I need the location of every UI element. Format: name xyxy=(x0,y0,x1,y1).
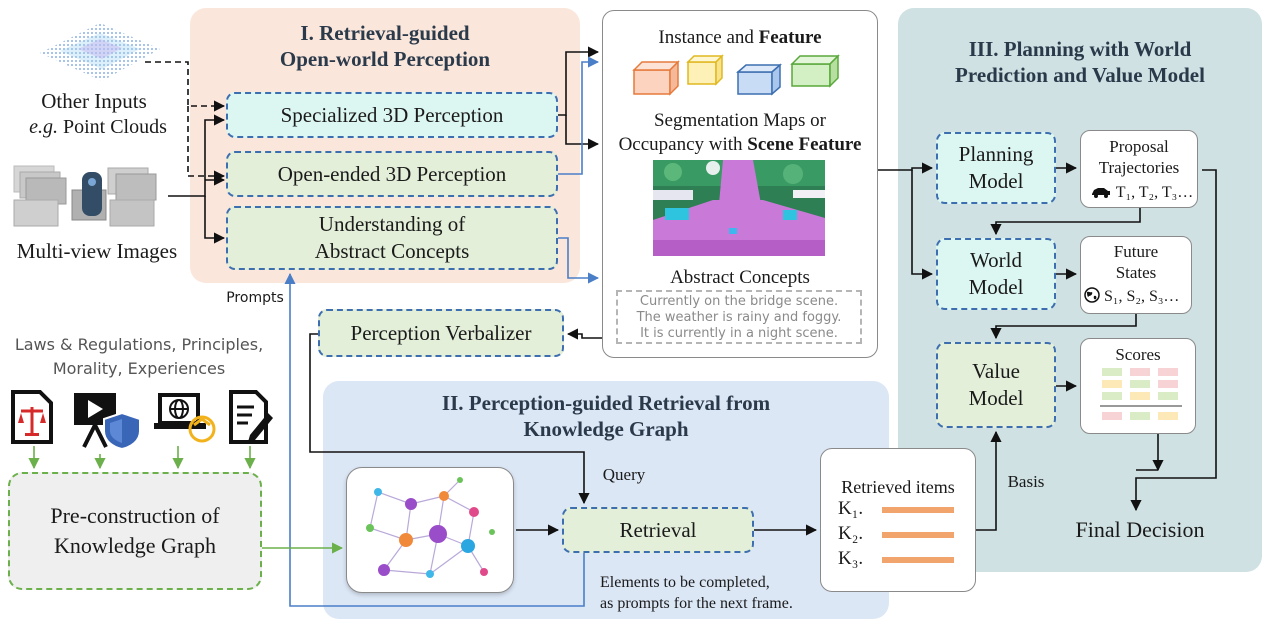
trajectories-text: T₁, T₂, T₃… xyxy=(1115,184,1194,201)
value-line2: Model xyxy=(968,386,1024,410)
basis-label: Basis xyxy=(1007,472,1045,491)
multi-view-label: Multi-view Images xyxy=(16,239,178,263)
section1-title-line2: Open-world Perception xyxy=(279,47,491,71)
section2-title-line1: II. Perception-guided Retrieval from xyxy=(441,391,771,415)
specialized-3d-perception: Specialized 3D Perception xyxy=(226,92,558,138)
section3-title-line2: Prediction and Value Model xyxy=(955,63,1205,87)
scores-label: Scores xyxy=(1115,345,1161,364)
section2-title: II. Perception-guided Retrieval from Kno… xyxy=(323,390,889,442)
preconstruct-line1: Pre-construction of xyxy=(50,503,220,528)
section1-title: I. Retrieval-guided Open-world Perceptio… xyxy=(190,20,580,72)
world-line2: Model xyxy=(968,275,1024,299)
seg-line1: Segmentation Maps or xyxy=(653,110,827,131)
retrieved-item-1: K₁. xyxy=(838,498,864,519)
verbalizer-label: Perception Verbalizer xyxy=(350,320,532,345)
elements-line1: Elements to be completed, xyxy=(600,574,770,591)
future-label: Future States xyxy=(1080,241,1192,283)
other-inputs-label: Other Inputs xyxy=(41,89,147,113)
planning-line1: Planning xyxy=(958,142,1034,166)
car-icon xyxy=(1092,188,1110,198)
section1-title-line1: I. Retrieval-guided xyxy=(300,21,470,45)
understanding-abstract-concepts: Understanding of Abstract Concepts xyxy=(226,206,558,270)
instance-cubes-icon xyxy=(630,50,850,98)
retrieved-items-label: Retrieved items xyxy=(841,477,955,497)
seg-line2: Occupancy with Scene Feature xyxy=(602,133,878,157)
planning-model: Planning Model xyxy=(936,132,1056,204)
proposal-label: Proposal Trajectories xyxy=(1080,136,1198,178)
elements-note: Elements to be completed, as prompts for… xyxy=(600,572,890,614)
retrieved-item-2: K₂. xyxy=(838,523,864,544)
globe-laptop-icon xyxy=(154,389,218,445)
knowledge-sources-label: Laws & Regulations, Principles, Morality… xyxy=(0,333,278,381)
prompts-label: Prompts xyxy=(226,290,284,306)
future-line2: States xyxy=(1115,263,1157,282)
elements-line2: as prompts for the next frame. xyxy=(600,595,793,612)
query-label: Query xyxy=(602,465,646,484)
feature-text: Feature xyxy=(758,27,822,48)
retrieved-bar-2 xyxy=(882,532,954,538)
scene-feature-text: Scene Feature xyxy=(747,134,862,155)
point-clouds-label: e.g. Point Clouds xyxy=(18,116,178,139)
retrieved-items-box xyxy=(820,448,976,592)
states-row: S₁, S₂, S₃… xyxy=(1084,287,1192,307)
preconstruction-box: Pre-construction of Knowledge Graph xyxy=(8,472,262,590)
trajectories-row: T₁, T₂, T₃… xyxy=(1090,183,1198,203)
point-clouds-text: Point Clouds xyxy=(62,116,167,138)
sources-line1: Laws & Regulations, Principles, xyxy=(14,335,264,354)
concept-description-box: Currently on the bridge scene. The weath… xyxy=(616,290,862,344)
proposal-line1: Proposal xyxy=(1109,137,1169,156)
retrieved-bar-1 xyxy=(882,507,954,513)
understanding-line1: Understanding of xyxy=(318,212,466,236)
retrieval-box: Retrieval xyxy=(562,507,754,553)
globe-icon xyxy=(1084,287,1100,303)
concept-line-3: It is currently in a night scene. xyxy=(640,326,838,341)
concept-line-1: Currently on the bridge scene. xyxy=(639,294,839,309)
abstract-concepts-label: Abstract Concepts xyxy=(670,267,810,288)
future-line1: Future xyxy=(1113,242,1159,261)
understanding-line2: Abstract Concepts xyxy=(314,239,470,263)
proposal-line2: Trajectories xyxy=(1098,158,1180,177)
segmentation-map-image xyxy=(653,160,825,256)
open-ended-label: Open-ended 3D Perception xyxy=(277,161,507,186)
concept-line-2: The weather is rainy and foggy. xyxy=(636,310,842,325)
perception-verbalizer: Perception Verbalizer xyxy=(318,309,564,357)
section2-title-line2: Knowledge Graph xyxy=(523,417,689,441)
segmentation-label: Segmentation Maps or Occupancy with Scen… xyxy=(602,109,878,157)
specialized-label: Specialized 3D Perception xyxy=(280,102,504,127)
instance-text: Instance and xyxy=(658,27,759,48)
seg-line2-text: Occupancy with xyxy=(618,134,748,155)
section3-title: III. Planning with World Prediction and … xyxy=(898,36,1262,88)
retrieved-bar-3 xyxy=(882,557,954,563)
section3-title-line1: III. Planning with World xyxy=(968,37,1192,61)
law-document-icon xyxy=(10,389,54,445)
final-decision-label: Final Decision xyxy=(1075,517,1205,542)
point-cloud-icon xyxy=(30,15,170,87)
world-model: World Model xyxy=(936,238,1056,310)
camera-images-icon xyxy=(10,160,168,230)
eg-label: e.g. xyxy=(29,116,58,138)
edit-document-icon xyxy=(228,389,274,445)
preconstruct-line2: Knowledge Graph xyxy=(54,533,216,558)
value-line1: Value xyxy=(972,359,1020,383)
world-line1: World xyxy=(970,248,1022,272)
video-shield-icon xyxy=(72,389,142,451)
open-ended-3d-perception: Open-ended 3D Perception xyxy=(226,151,558,197)
planning-line2: Model xyxy=(968,169,1024,193)
instance-feature-label: Instance and Feature xyxy=(602,26,878,49)
knowledge-graph-icon xyxy=(356,474,506,586)
retrieved-item-3: K₃. xyxy=(838,548,864,569)
retrieval-label: Retrieval xyxy=(619,517,697,542)
scores-table-icon xyxy=(1100,368,1182,426)
states-text: S₁, S₂, S₃… xyxy=(1104,288,1180,305)
value-model: Value Model xyxy=(936,342,1056,428)
sources-line2: Morality, Experiences xyxy=(52,359,226,378)
